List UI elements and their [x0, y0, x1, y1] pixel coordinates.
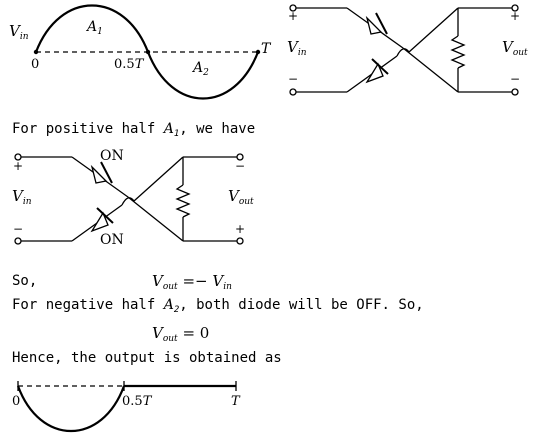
- terminal-mid-bottom-right: [236, 237, 244, 245]
- diode-top-2: [365, 58, 389, 84]
- out-tick-zero: 0: [12, 394, 21, 409]
- diode-top-1: [365, 12, 388, 35]
- top-minus-right: −: [510, 72, 521, 86]
- tick-zero-label: 0: [31, 57, 40, 72]
- output-curve: [16, 385, 126, 433]
- paragraph-hence: Hence, the output is obtained as: [12, 350, 282, 366]
- paragraph-negative-half: For negative half A2, both diode will be…: [12, 297, 424, 315]
- diode2-on-label: ON: [100, 232, 124, 248]
- top-plus-left: +: [288, 9, 299, 23]
- paragraph-positive-half: For positive half A1, we have: [12, 121, 256, 139]
- mid-minus-right: −: [235, 159, 246, 173]
- out-tick-half: 0.5T: [122, 394, 152, 409]
- sine-curve: [34, 4, 260, 100]
- equation-vout-neg-vin: Vout =− Vin: [152, 272, 232, 292]
- mid-minus-left: −: [13, 222, 24, 236]
- area1-label: A1: [87, 19, 103, 37]
- vin-label-waveform: Vin: [9, 22, 29, 42]
- mid-vout-label: Vout: [228, 187, 254, 207]
- equation-vout-zero: Vout = 0: [152, 324, 210, 344]
- terminal-mid-bottom-left: [14, 237, 22, 245]
- top-vout-label: Vout: [502, 38, 528, 58]
- mid-plus-left: +: [13, 159, 24, 173]
- bridge-circuit-top: [289, 4, 519, 96]
- top-vin-label: Vin: [287, 38, 307, 58]
- output-waveform: [16, 381, 237, 433]
- out-tick-T: T: [231, 394, 240, 409]
- top-plus-right: +: [510, 9, 521, 23]
- diode1-on-label: ON: [100, 148, 124, 164]
- so-label: So,: [12, 273, 38, 289]
- diode-mid-1: [90, 161, 113, 184]
- tick-half-label: 0.5T: [114, 57, 144, 72]
- mid-vin-label: Vin: [12, 187, 32, 207]
- diode-mid-2: [90, 207, 114, 233]
- tick-T-label: T: [261, 41, 271, 57]
- terminal-bottom-right: [511, 88, 519, 96]
- area2-label: A2: [193, 60, 209, 78]
- resistor-top: [450, 35, 466, 69]
- terminal-bottom-left: [289, 88, 297, 96]
- mid-plus-right: +: [235, 222, 246, 236]
- top-minus-left: −: [288, 72, 299, 86]
- bridge-circuit-mid: [14, 153, 244, 245]
- resistor-mid: [175, 184, 191, 218]
- input-waveform: [33, 4, 261, 100]
